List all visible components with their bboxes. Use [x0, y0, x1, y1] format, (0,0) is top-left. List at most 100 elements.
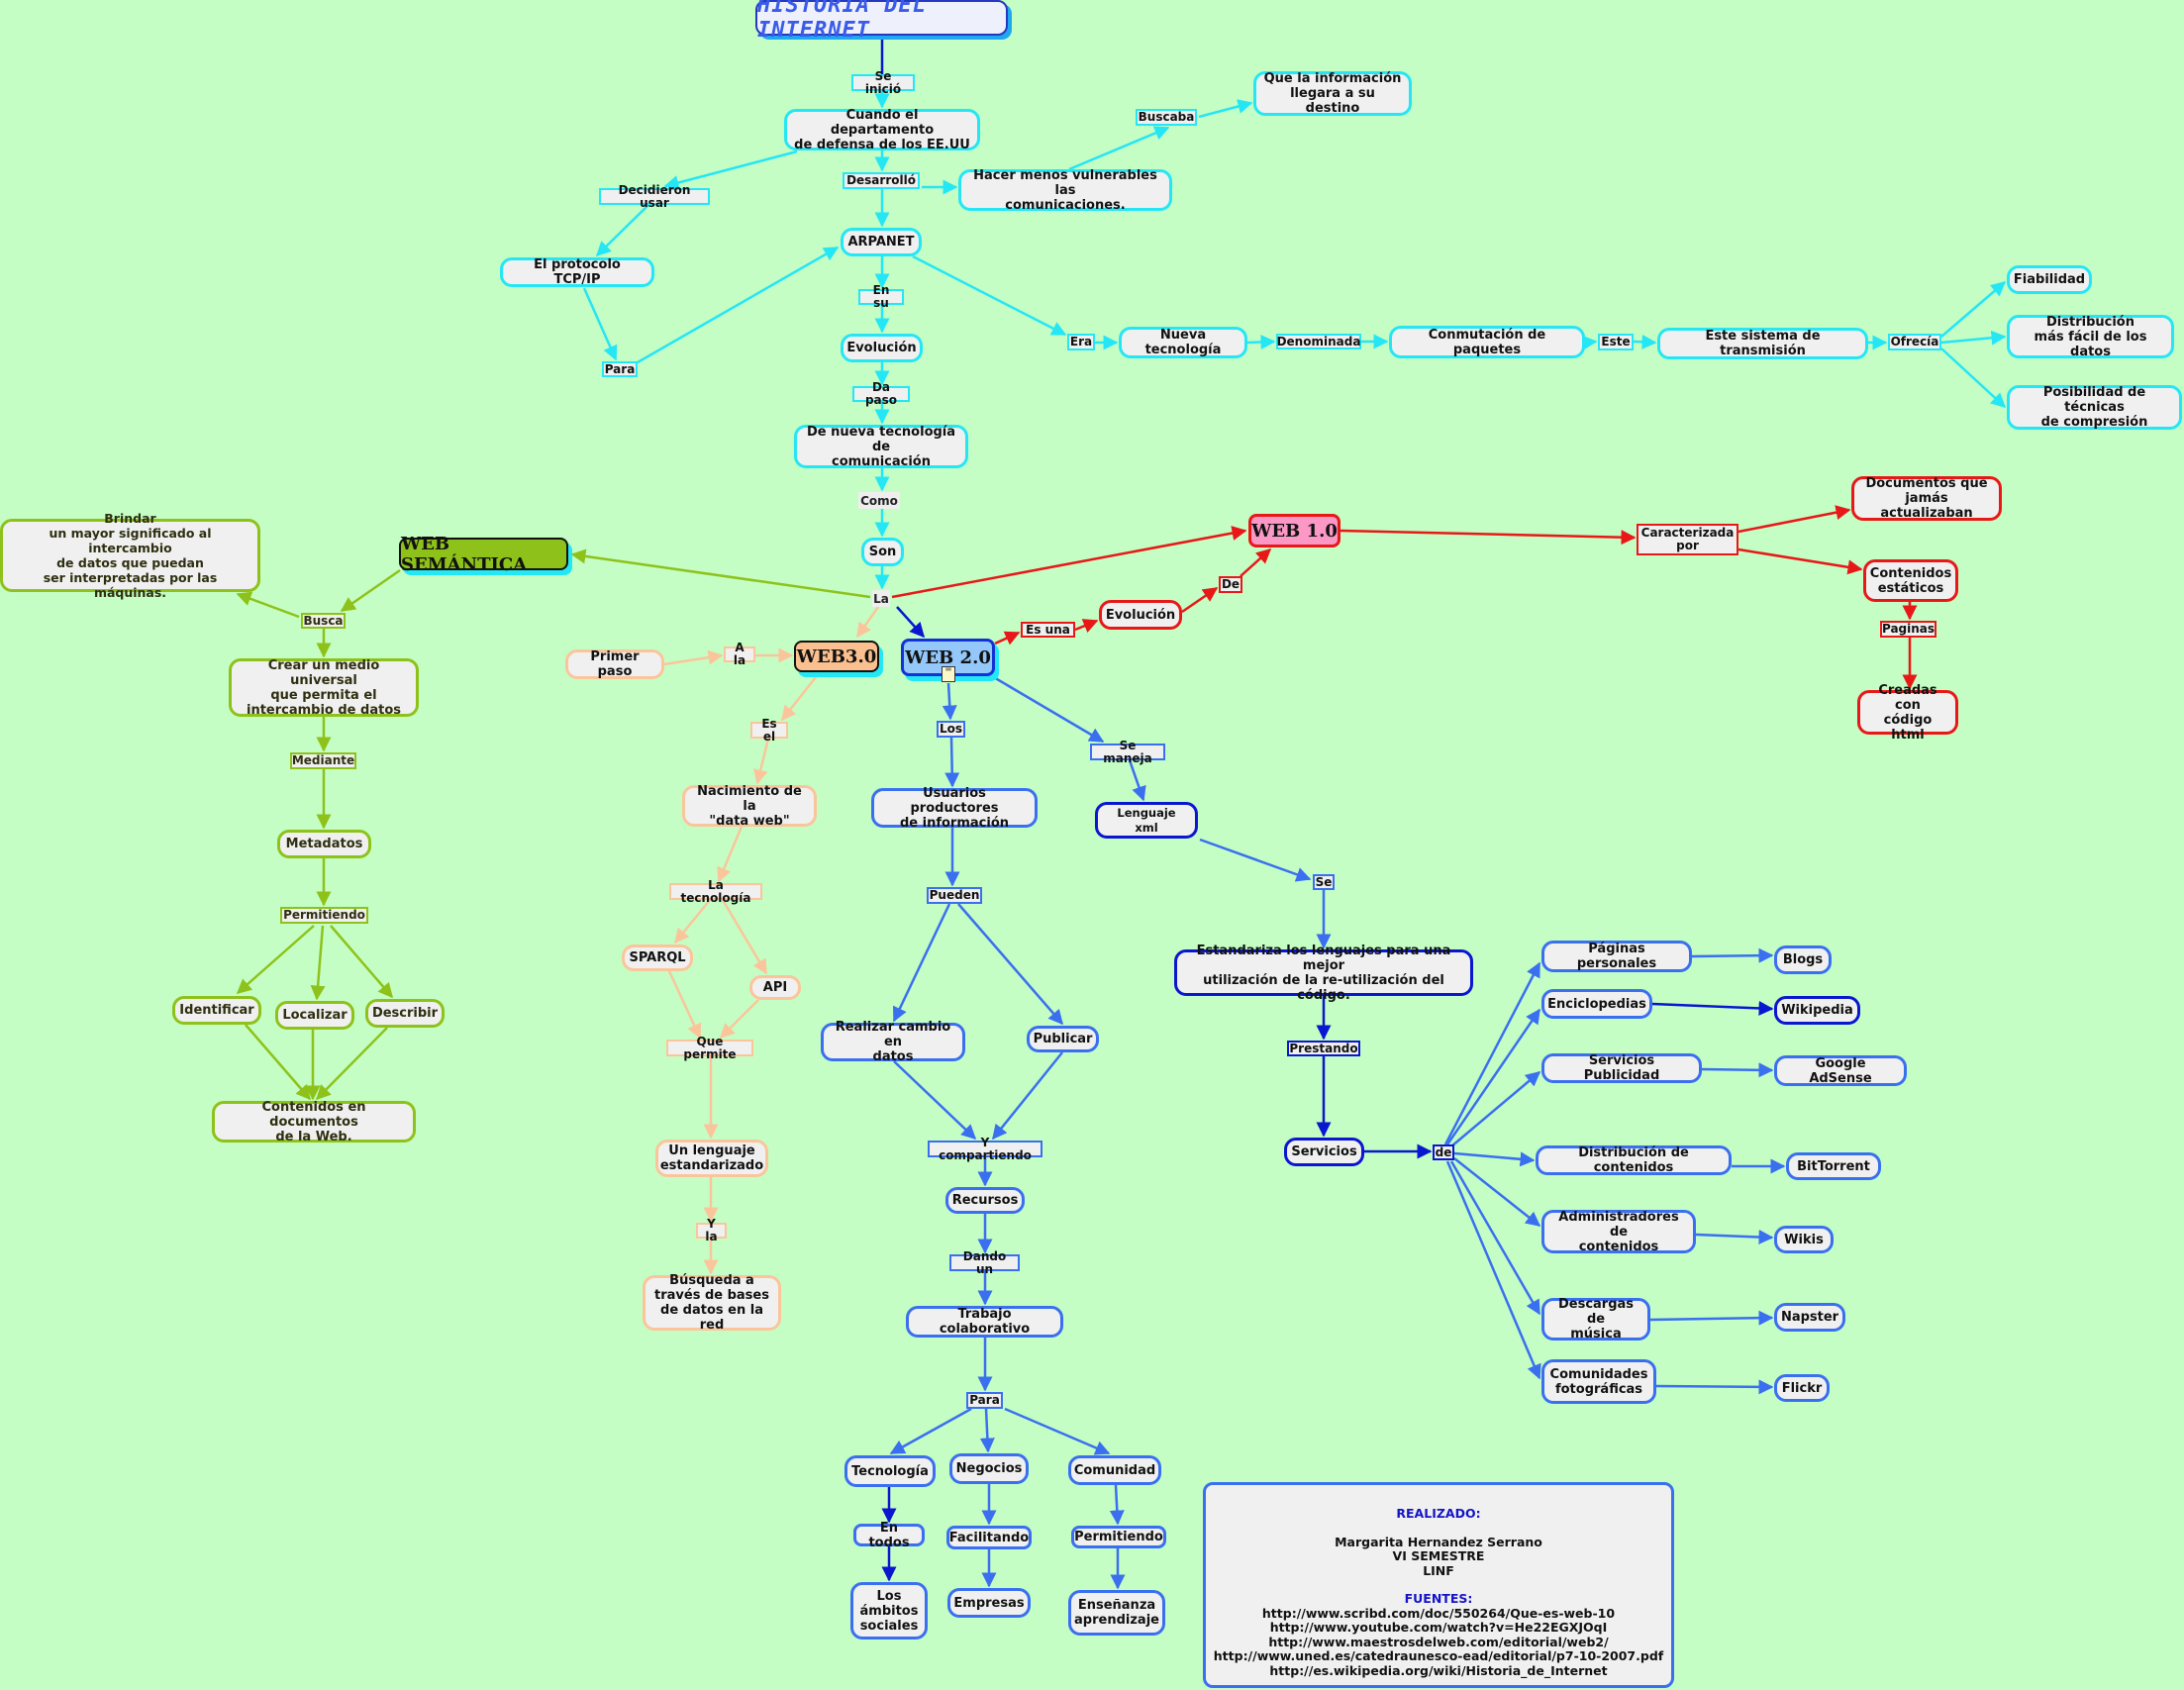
- node-evolucion-web1[interactable]: Evolución: [1099, 600, 1182, 630]
- link-que-permite[interactable]: Que permite: [666, 1035, 753, 1060]
- hub-web-semantica[interactable]: WEB SEMÁNTICA: [399, 534, 568, 575]
- node-identificar[interactable]: Identificar: [172, 996, 261, 1025]
- node-documentos-actualizaban[interactable]: Documentos que jamás actualizaban: [1851, 476, 2002, 521]
- node-service[interactable]: Comunidades fotográficas: [1541, 1359, 1656, 1404]
- node-conmutacion[interactable]: Conmutación de paquetes: [1389, 326, 1585, 358]
- node-en-todos[interactable]: En todos: [853, 1521, 925, 1550]
- node-trabajo-colaborativo[interactable]: Trabajo colaborativo: [906, 1306, 1063, 1338]
- map-title[interactable]: HISTORIA DEL INTERNET: [755, 0, 1008, 43]
- node-nacimiento-data-web[interactable]: Nacimiento de la "data web": [682, 784, 817, 829]
- link-la-tecnologia[interactable]: La tecnología: [669, 878, 762, 904]
- node-facilitando[interactable]: Facilitando: [946, 1526, 1032, 1549]
- node-describir[interactable]: Describir: [365, 999, 445, 1028]
- source-link[interactable]: http://www.uned.es/catedraunesco-ead/edi…: [1213, 1648, 1664, 1663]
- node-empresas[interactable]: Empresas: [947, 1588, 1031, 1618]
- link-da-paso[interactable]: Da paso: [852, 381, 910, 407]
- hub-web1[interactable]: WEB 1.0: [1248, 514, 1340, 547]
- link-y-compartiendo[interactable]: Y compartiendo: [928, 1136, 1042, 1161]
- node-service-example[interactable]: Flickr: [1774, 1374, 1830, 1402]
- node-estandariza[interactable]: Estandariza los lenguajes para una mejor…: [1174, 944, 1473, 1003]
- node-realizar-cambio[interactable]: Realizar cambio en datos: [821, 1020, 965, 1064]
- node-lenguaje-xml[interactable]: Lenguaje xml: [1095, 802, 1198, 839]
- node-service[interactable]: Administradores de contenidos: [1541, 1210, 1696, 1254]
- node-este-sistema[interactable]: Este sistema de transmisión: [1657, 328, 1868, 359]
- node-fiabilidad[interactable]: Fiabilidad: [2007, 265, 2092, 294]
- link-de[interactable]: de: [1433, 1144, 1454, 1160]
- note-attachment-icon[interactable]: ≡: [942, 666, 955, 682]
- source-link[interactable]: http://www.maestrosdelweb.com/editorial/…: [1268, 1634, 1609, 1649]
- node-posibilidad-compresion[interactable]: Posibilidad de técnicas de compresión: [2007, 385, 2182, 430]
- link-es-el[interactable]: Es el: [750, 717, 788, 743]
- link-era[interactable]: Era: [1067, 334, 1095, 350]
- node-localizar[interactable]: Localizar: [275, 1001, 354, 1030]
- node-tecnologia[interactable]: Tecnología: [844, 1455, 936, 1487]
- link-se[interactable]: Se: [1313, 874, 1335, 890]
- link-para-web2[interactable]: Para: [966, 1392, 1003, 1409]
- node-lenguaje-estandarizado[interactable]: Un lenguaje estandarizado: [655, 1140, 768, 1177]
- node-servicios[interactable]: Servicios: [1284, 1138, 1364, 1166]
- node-distribucion-datos[interactable]: Distribución más fácil de los datos: [2007, 315, 2174, 359]
- link-ofrecia[interactable]: Ofrecía: [1888, 334, 1941, 350]
- source-link[interactable]: http://www.youtube.com/watch?v=He22EGXJO…: [1269, 1620, 1608, 1635]
- node-permitiendo-web2[interactable]: Permitiendo: [1071, 1526, 1166, 1548]
- node-primer-paso[interactable]: Primer paso: [565, 649, 664, 679]
- link-caracterizada-por[interactable]: Caracterizada por: [1637, 524, 1738, 555]
- node-service-example[interactable]: Google AdSense: [1774, 1055, 1907, 1086]
- link-dando-un[interactable]: Dando un: [949, 1249, 1020, 1275]
- link-pueden[interactable]: Pueden: [927, 887, 982, 904]
- node-recursos[interactable]: Recursos: [945, 1187, 1025, 1214]
- hub-web2[interactable]: WEB 2.0: [901, 639, 995, 676]
- source-link[interactable]: http://www.scribd.com/doc/550264/Que-es-…: [1261, 1605, 1616, 1621]
- node-api[interactable]: API: [749, 975, 801, 1000]
- link-se-inicio[interactable]: Se inició: [851, 69, 915, 95]
- node-negocios[interactable]: Negocios: [949, 1453, 1029, 1484]
- link-decidieron-usar[interactable]: Decidieron usar: [599, 183, 710, 209]
- link-es-una[interactable]: Es una: [1021, 622, 1075, 638]
- link-la[interactable]: La: [872, 590, 890, 607]
- link-buscaba[interactable]: Buscaba: [1136, 109, 1197, 126]
- link-en-su[interactable]: En su: [858, 284, 904, 310]
- link-y-la[interactable]: Y la: [696, 1218, 727, 1243]
- link-permitiendo[interactable]: Permitiendo: [280, 907, 368, 924]
- node-arpanet[interactable]: ARPANET: [841, 228, 922, 256]
- node-service[interactable]: Servicios Publicidad: [1541, 1053, 1702, 1083]
- node-service[interactable]: Páginas personales: [1541, 941, 1692, 972]
- node-contenidos-documentos[interactable]: Contenidos en documentos de la Web.: [212, 1100, 416, 1144]
- node-service-example[interactable]: Wikis: [1774, 1226, 1834, 1253]
- link-para[interactable]: Para: [602, 361, 638, 377]
- node-comunidad[interactable]: Comunidad: [1068, 1455, 1161, 1485]
- node-son[interactable]: Son: [861, 538, 904, 566]
- node-service-example[interactable]: Blogs: [1774, 945, 1832, 974]
- node-creadas-html[interactable]: Creadas con código html: [1857, 683, 1958, 743]
- node-ensenanza[interactable]: Enseñanza aprendizaje: [1068, 1590, 1165, 1636]
- link-denominada[interactable]: Denominada: [1276, 334, 1361, 349]
- node-cuando[interactable]: Cuando el departamento de defensa de los…: [784, 108, 980, 152]
- node-metadatos[interactable]: Metadatos: [277, 830, 371, 858]
- node-service-example[interactable]: Wikipedia: [1774, 996, 1860, 1025]
- node-crear-medio[interactable]: Crear un medio universal que permita el …: [229, 658, 419, 718]
- link-como[interactable]: Como: [858, 492, 900, 509]
- link-de-web1[interactable]: De: [1219, 576, 1242, 593]
- node-nueva-tecnologia[interactable]: Nueva tecnología: [1119, 327, 1247, 358]
- node-usuarios-productores[interactable]: Usuarios productores de información: [871, 786, 1038, 831]
- link-paginas[interactable]: Paginas: [1880, 621, 1936, 638]
- node-service[interactable]: Distribución de contenidos: [1536, 1145, 1732, 1175]
- link-mediante[interactable]: Mediante: [290, 752, 356, 769]
- node-brindar[interactable]: Brindar un mayor significado al intercam…: [0, 511, 260, 600]
- node-service[interactable]: Enciclopedias: [1541, 989, 1652, 1019]
- node-evolucion[interactable]: Evolución: [841, 334, 923, 362]
- node-que-la-informacion[interactable]: Que la información llegara a su destino: [1253, 71, 1412, 116]
- link-busca[interactable]: Busca: [301, 613, 346, 629]
- source-link[interactable]: http://es.wikipedia.org/wiki/Historia_de…: [1269, 1662, 1608, 1678]
- link-desarrollo[interactable]: Desarrolló: [843, 172, 920, 189]
- link-a-la[interactable]: A la: [724, 642, 755, 667]
- node-service-example[interactable]: BitTorrent: [1786, 1152, 1881, 1180]
- link-este[interactable]: Este: [1598, 334, 1634, 350]
- node-nueva-tecnologia-comunicacion[interactable]: De nueva tecnología de comunicación: [794, 425, 968, 469]
- node-service[interactable]: Descargas de música: [1541, 1297, 1650, 1342]
- link-los[interactable]: Los: [937, 721, 965, 738]
- node-tcpip[interactable]: El protocolo TCP/IP: [500, 257, 654, 287]
- node-service-example[interactable]: Napster: [1774, 1303, 1845, 1332]
- hub-web3[interactable]: WEB3.0: [794, 641, 879, 672]
- node-publicar[interactable]: Publicar: [1027, 1026, 1099, 1052]
